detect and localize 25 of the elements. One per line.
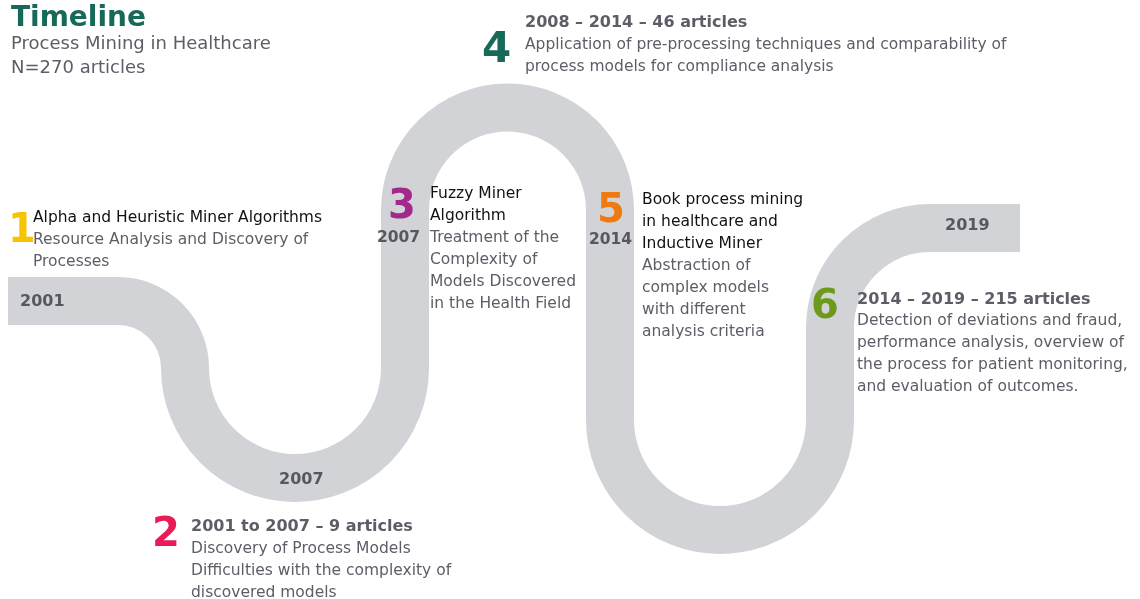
- year-label: 2007: [377, 227, 422, 248]
- description: Resource Analysis and Discovery of Processes: [33, 229, 310, 272]
- description: Abstraction of complex models with different analysis criteria: [642, 255, 770, 342]
- step-number: 2: [152, 510, 180, 554]
- period-heading: 2014 – 2019 – 215 articles: [857, 288, 1092, 310]
- step-number: 3: [388, 182, 416, 226]
- year-label: 2014: [589, 229, 634, 250]
- milestone-heading: Book process mining in healthcare and Inductive Miner: [642, 189, 805, 254]
- year-label: 2019: [945, 214, 991, 236]
- subtitle: Process Mining in Healthcare: [11, 32, 272, 54]
- description: Discovery of Process Models: [191, 538, 412, 559]
- description: Treatment of the Complexity of Models Discovered in the Health Field: [430, 227, 577, 314]
- step-number: 6: [811, 282, 839, 326]
- description: Detection of deviations and fraud, performance analysis, overview of the process for patient monitoring, and evaluation of outcomes.: [857, 310, 1129, 397]
- description: Difficulties with the complexity of discovered models: [191, 560, 453, 599]
- year-label: 2001: [20, 290, 66, 312]
- step-number: 5: [597, 186, 625, 230]
- period-heading: 2008 – 2014 – 46 articles: [525, 11, 749, 33]
- description: Application of pre-processing techniques and comparability of process models for compliance analysis: [525, 34, 1008, 77]
- period-heading: 2001 to 2007 – 9 articles: [191, 515, 414, 537]
- step-number: 4: [482, 26, 512, 70]
- subtitle: N=270 articles: [11, 56, 147, 78]
- year-label: 2007: [279, 468, 325, 490]
- milestone-heading: Fuzzy Miner Algorithm: [430, 183, 523, 226]
- title: Timeline: [11, 0, 146, 34]
